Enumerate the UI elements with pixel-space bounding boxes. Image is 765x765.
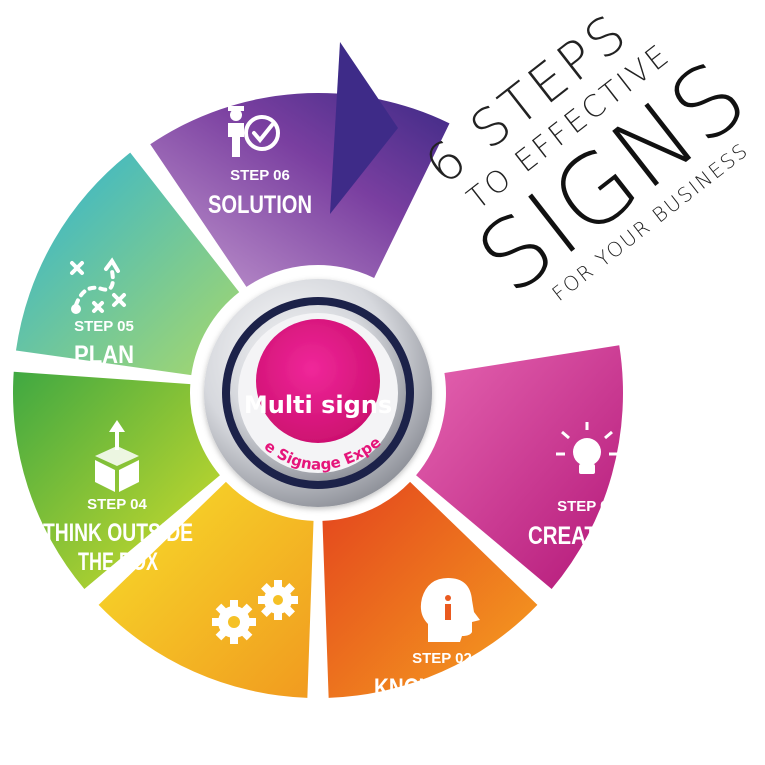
- step-name: PLAN: [74, 341, 134, 369]
- step-number: STEP 04: [87, 496, 147, 513]
- segment-step-4: [12, 371, 220, 590]
- ring-segments: [12, 92, 623, 698]
- step-number: STEP 02: [412, 650, 472, 667]
- step-label-5: STEP 05 PLAN: [74, 318, 134, 369]
- brand-name: Multi signs: [244, 391, 392, 419]
- step-label-2: STEP 02 KNOWLEDGE: [374, 650, 510, 702]
- step-label-6: STEP 06 SOLUTION: [208, 167, 312, 219]
- segment-step-3: [98, 481, 314, 698]
- head-info-icon: [420, 578, 480, 642]
- person-check-icon: [228, 106, 280, 157]
- step-number: STEP 05: [74, 318, 134, 335]
- step-name: SOLUTION: [208, 191, 312, 219]
- segment-step-5: [15, 152, 240, 376]
- step-label-1: STEP 01 CREATIVITY: [528, 498, 648, 550]
- step-label-4: STEP 04 THINK OUTSIDE THE BOX: [43, 496, 193, 576]
- title-block: 6 STEPS TO EFFECTIVE SIGNS FOR YOUR BUSI…: [415, 2, 765, 316]
- step-number: STEP 06: [230, 167, 290, 184]
- step-name: KNOWLEDGE: [374, 674, 510, 702]
- step-number: STEP 01: [557, 498, 617, 515]
- arrow-head: [330, 42, 398, 214]
- step-name: THINK OUTSIDE: [43, 519, 193, 547]
- step-name-line2: THE BOX: [78, 548, 158, 576]
- strategy-icon: [70, 257, 126, 314]
- segment-step-1: [416, 345, 623, 590]
- step-name: CREATIVITY: [528, 522, 648, 550]
- box-arrow-icon: [95, 420, 139, 492]
- lightbulb-icon: [556, 422, 618, 474]
- center-emblem: [204, 279, 432, 507]
